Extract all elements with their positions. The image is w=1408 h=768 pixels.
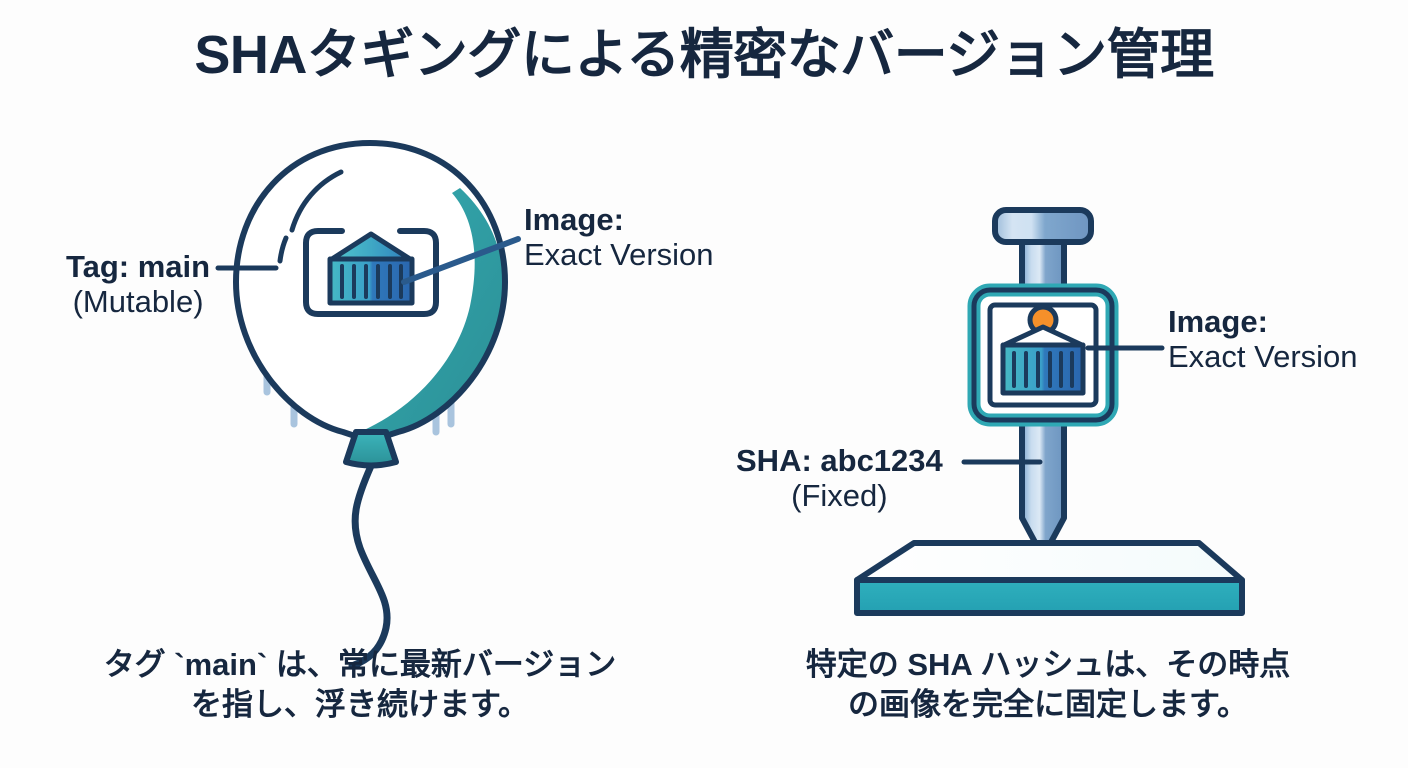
label-tag-main-line1: Tag: main [66,249,211,284]
nail-head [992,207,1094,245]
label-image-left-line2: Exact Version [524,236,714,272]
nail-shaft-upper [1019,237,1067,339]
container-icon-left [327,231,415,306]
stamp-frame-outer [967,283,1119,427]
caption-left-line2: を指し、浮き続けます。 [191,687,529,723]
balloon-highlight-short [277,235,289,264]
caption-right-line2: の画像を完全に固定します。 [848,687,1248,723]
container-ribs-right [1012,351,1074,388]
balloon-highlight-long [289,169,344,233]
caption-left: タグ `main` は、常に最新バージョン を指し、浮き続けます。 [40,645,680,726]
balloon-knot [343,429,399,469]
caption-right-line1: 特定の SHA ハッシュは、その時点 [805,647,1291,682]
motion-lines-left [263,332,298,428]
nail-stamp-group [854,207,1245,616]
base-plate-top [854,540,1245,583]
leader-line-image-left [401,236,521,285]
stamp-frame-border [971,287,1115,423]
label-image-right: Image: Exact Version [1168,304,1358,374]
label-tag-main: Tag: main (Mutable) [66,249,211,319]
balloon-group [215,140,521,670]
orange-dot [1027,304,1059,336]
container-icon-right [1000,324,1086,396]
stamp-frame-inner [987,302,1099,408]
balloon-body [236,143,505,441]
container-roof-left [329,231,413,262]
balloon-string [348,462,391,670]
container-roof-right [1001,324,1085,348]
label-image-right-line1: Image: [1168,304,1268,339]
page-title: SHAタギングによる精密なバージョン管理 [194,25,1214,85]
nail-shaft-lower [1019,395,1067,560]
caption-left-line1: タグ `main` は、常に最新バージョン [103,647,617,682]
label-sha-line1: SHA: abc1234 [736,443,943,478]
container-ribs-left [340,264,403,299]
label-sha: SHA: abc1234 (Fixed) [736,443,943,513]
container-body-left [327,256,415,306]
balloon-crescent [355,188,505,440]
container-body-right [1000,342,1086,396]
label-sha-line2: (Fixed) [791,477,888,513]
base-plate-front [854,577,1245,616]
motion-lines-top [352,184,396,246]
label-image-left-line1: Image: [524,202,624,237]
motion-lines-right [432,192,455,436]
container-frame-left [303,228,439,317]
caption-right: 特定の SHA ハッシュは、その時点 の画像を完全に固定します。 [728,645,1368,726]
label-image-right-line2: Exact Version [1168,338,1358,374]
label-image-left: Image: Exact Version [524,202,714,272]
label-tag-main-line2: (Mutable) [72,283,204,319]
balloon-outline [233,140,508,444]
